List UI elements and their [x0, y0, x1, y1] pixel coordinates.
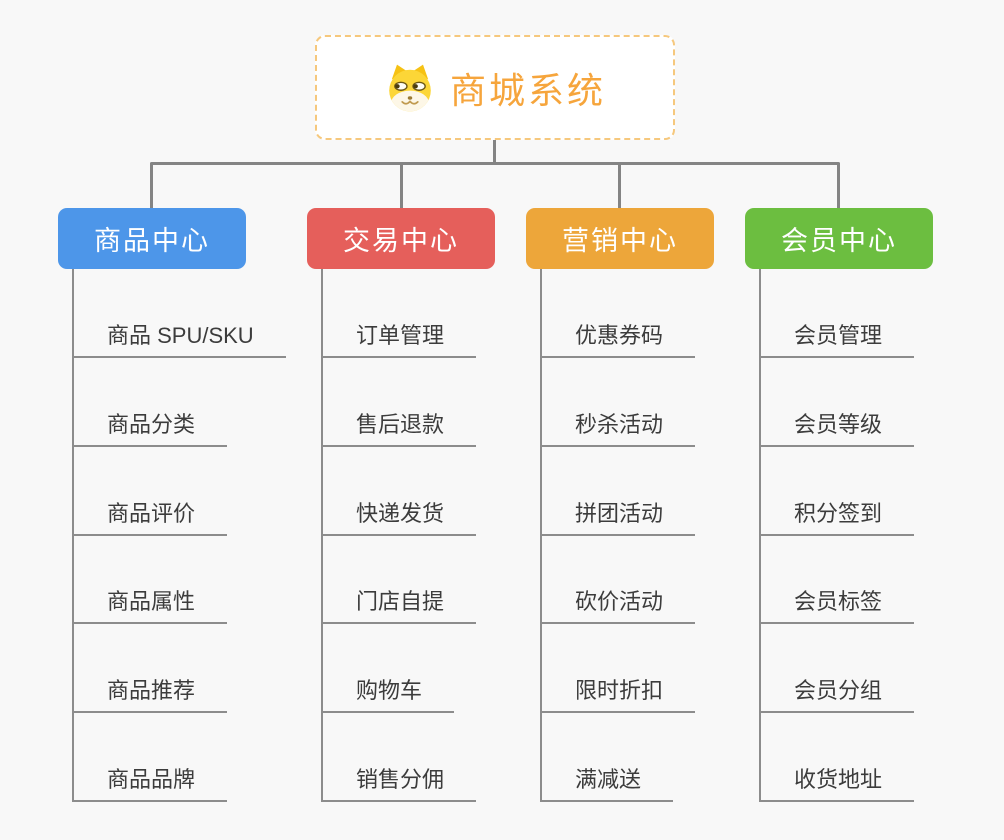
leaf-node[interactable]: 会员管理: [759, 325, 915, 358]
leaf-node[interactable]: 会员分组: [759, 680, 915, 713]
root-node[interactable]: 商城系统: [315, 35, 675, 140]
connector-drop-branch-1: [150, 163, 153, 209]
leaf-node[interactable]: 秒杀活动: [540, 414, 696, 447]
branch-column-marketing: 营销中心 优惠券码 秒杀活动 拼团活动 砍价活动 限时折扣 满减送: [526, 208, 786, 820]
leaf-node[interactable]: 门店自提: [321, 591, 477, 624]
leaf-node[interactable]: 满减送: [540, 769, 674, 802]
branch-node-marketing[interactable]: 营销中心: [526, 208, 714, 269]
leaf-node[interactable]: 销售分佣: [321, 769, 477, 802]
leaf-node[interactable]: 商品分类: [72, 414, 228, 447]
shiba-dog-icon: [389, 64, 431, 111]
branch-column-trade: 交易中心 订单管理 售后退款 快递发货 门店自提 购物车 销售分佣: [307, 208, 567, 820]
leaf-node[interactable]: 售后退款: [321, 414, 477, 447]
leaf-node[interactable]: 快递发货: [321, 503, 477, 536]
leaf-node[interactable]: 会员等级: [759, 414, 915, 447]
branch-node-member[interactable]: 会员中心: [745, 208, 933, 269]
leaf-node[interactable]: 订单管理: [321, 325, 477, 358]
leaf-node[interactable]: 限时折扣: [540, 680, 696, 713]
connector-drop-branch-2: [400, 163, 403, 209]
root-title: 商城系统: [449, 69, 606, 111]
leaf-node[interactable]: 会员标签: [759, 591, 915, 624]
leaf-node[interactable]: 商品属性: [72, 591, 228, 624]
branch-column-member: 会员中心 会员管理 会员等级 积分签到 会员标签 会员分组 收货地址: [745, 208, 1004, 820]
connector-horizontal-bar: [150, 162, 840, 165]
leaf-node[interactable]: 商品 SPU/SKU: [72, 325, 286, 358]
leaf-node[interactable]: 拼团活动: [540, 503, 696, 536]
branch-node-trade[interactable]: 交易中心: [307, 208, 495, 269]
leaf-node[interactable]: 购物车: [321, 680, 455, 713]
connector-drop-branch-3: [618, 163, 621, 209]
connector-drop-branch-4: [837, 163, 840, 209]
branch-node-product[interactable]: 商品中心: [58, 208, 246, 269]
branch-column-product: 商品中心 商品 SPU/SKU 商品分类 商品评价 商品属性 商品推荐 商品品牌: [58, 208, 318, 820]
connector-root-stem: [493, 139, 496, 163]
leaf-node[interactable]: 砍价活动: [540, 591, 696, 624]
leaf-node[interactable]: 商品推荐: [72, 680, 228, 713]
leaf-node[interactable]: 优惠券码: [540, 325, 696, 358]
leaf-node[interactable]: 积分签到: [759, 503, 915, 536]
leaf-node[interactable]: 商品品牌: [72, 769, 228, 802]
leaf-node[interactable]: 商品评价: [72, 503, 228, 536]
leaf-node[interactable]: 收货地址: [759, 769, 915, 802]
